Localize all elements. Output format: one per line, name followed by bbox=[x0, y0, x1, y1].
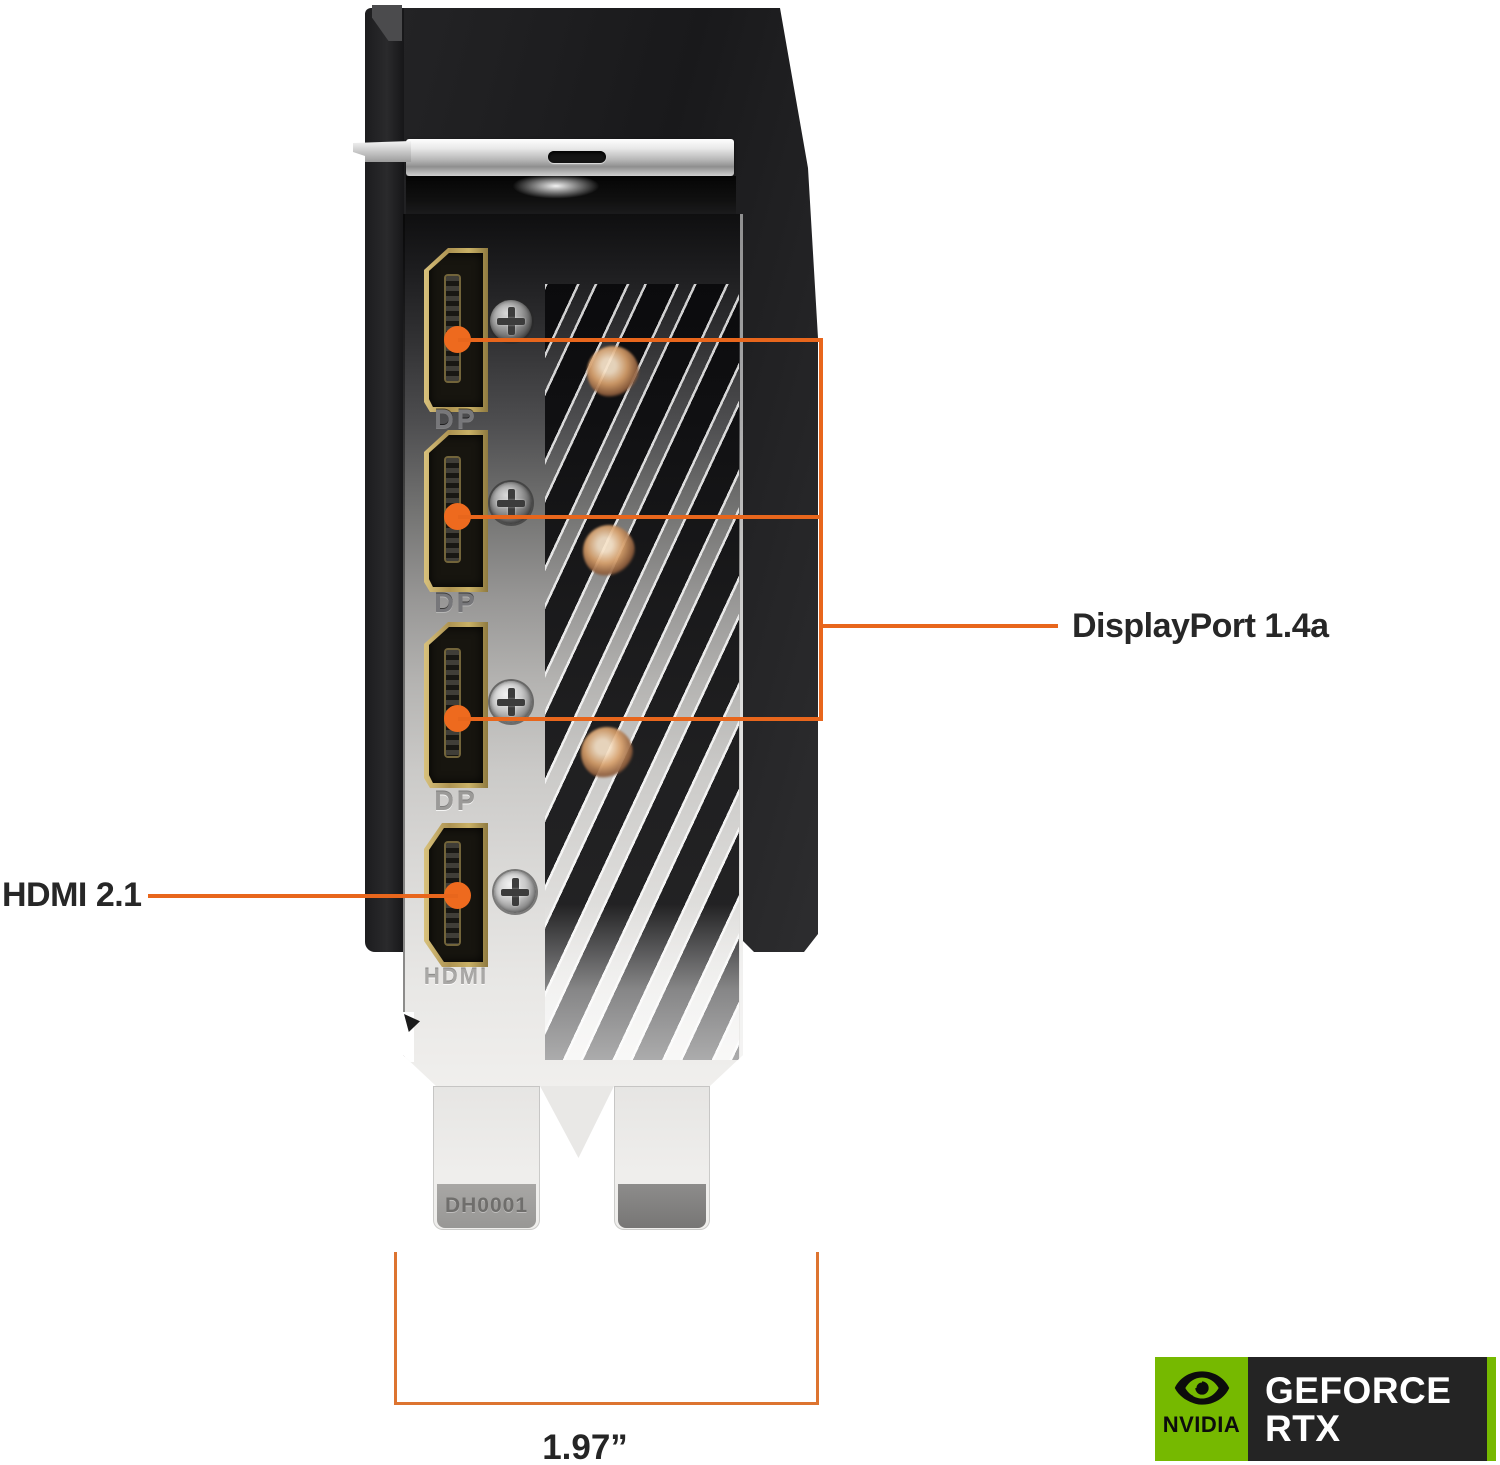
heatpipe-copper-glow bbox=[581, 727, 633, 779]
heatpipe-copper-glow bbox=[583, 525, 635, 577]
port-label-dp-2: DP bbox=[434, 588, 478, 618]
dimension-label: 1.97” bbox=[542, 1428, 628, 1465]
callout-line-dp3 bbox=[458, 717, 822, 721]
geforce-rtx-panel: GEFORCE RTX bbox=[1248, 1357, 1487, 1461]
callout-line-dp1 bbox=[458, 338, 822, 342]
callout-line-hdmi-label bbox=[148, 894, 458, 898]
bracket-stamp: DH0001 bbox=[437, 1184, 536, 1228]
bracket-mounting-tab bbox=[353, 141, 411, 162]
port-pin-tongue bbox=[446, 650, 459, 756]
nvidia-geforce-rtx-badge: NVIDIA GEFORCE RTX bbox=[1155, 1357, 1496, 1461]
rtx-text: RTX bbox=[1265, 1408, 1341, 1450]
geforce-text: GEFORCE bbox=[1265, 1370, 1452, 1411]
nvidia-wordmark: NVIDIA bbox=[1162, 1412, 1241, 1437]
bracket-stamp-blank bbox=[618, 1184, 706, 1228]
displayport-callout-label: DisplayPort 1.4a bbox=[1072, 607, 1329, 645]
bracket-tab-left: DH0001 bbox=[433, 1086, 540, 1230]
bracket-top-lip bbox=[406, 139, 734, 176]
bracket-edge-notch bbox=[403, 1012, 414, 1062]
port-label-dp-3: DP bbox=[434, 786, 478, 816]
callout-line-vertical bbox=[819, 338, 823, 721]
bracket-screw bbox=[490, 681, 532, 723]
badge-green-bar bbox=[1487, 1357, 1496, 1461]
port-label-dp-1: DP bbox=[434, 404, 478, 434]
bracket-lip-shadow bbox=[406, 176, 736, 216]
bracket-v-notch bbox=[540, 1086, 614, 1158]
port-label-hdmi: HDMI bbox=[423, 964, 489, 989]
hdmi-callout-label: HDMI 2.1 bbox=[2, 876, 142, 914]
dimension-tick-right bbox=[816, 1252, 819, 1405]
dimension-line bbox=[394, 1402, 819, 1405]
dimension-tick-left bbox=[394, 1252, 397, 1405]
nvidia-badge-green-panel: NVIDIA bbox=[1155, 1357, 1248, 1461]
bracket-screw bbox=[490, 300, 532, 342]
vent-grille-highlight bbox=[545, 904, 739, 1060]
heatpipe-copper-glow bbox=[587, 346, 639, 398]
nvidia-eye-icon bbox=[1174, 1371, 1229, 1405]
bracket-lip-slot bbox=[548, 151, 606, 163]
io-bracket-plate: DP DP DP HDMI bbox=[403, 214, 743, 1086]
bracket-tab-right bbox=[614, 1086, 710, 1230]
callout-line-dp2 bbox=[458, 515, 822, 519]
card-back-edge bbox=[365, 8, 405, 952]
bracket-screw bbox=[494, 871, 536, 913]
callout-line-displayport-label bbox=[821, 624, 1058, 628]
